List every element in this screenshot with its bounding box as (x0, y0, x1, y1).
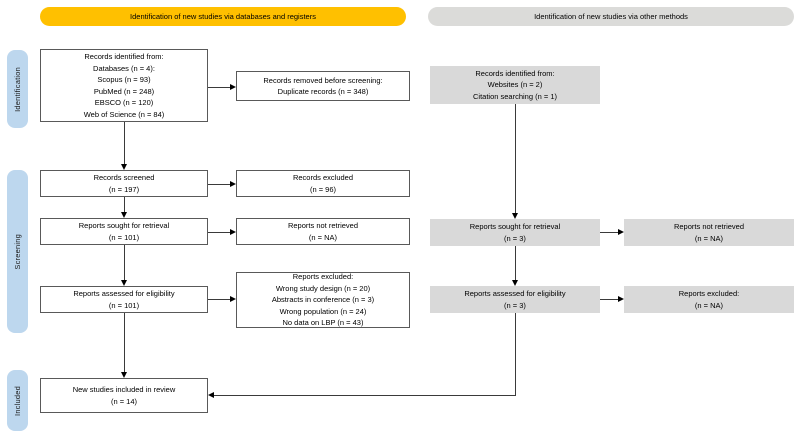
text-line: New studies included in review (72, 385, 176, 394)
arrow-screened-to-sought (124, 197, 125, 212)
arrowhead-right-icon (230, 181, 236, 187)
box-records-identified-other: Records identified from: Websites (n = 2… (430, 66, 600, 104)
text-line: Reports excluded: (678, 289, 740, 298)
arrowhead-down-icon (121, 372, 127, 378)
text-line: Reports assessed for eligibility (464, 289, 566, 298)
banner-other-methods: Identification of new studies via other … (428, 7, 794, 26)
text-line: PubMed (n = 248) (93, 86, 155, 96)
arrow-other-identified-to-sought (515, 104, 516, 213)
text-line: Reports sought for retrieval (469, 222, 561, 231)
arrowhead-right-icon (230, 84, 236, 90)
box-reports-assessed-left: Reports assessed for eligibility (n = 10… (40, 286, 208, 313)
arrow-assessed-to-included (124, 313, 125, 372)
arrowhead-down-icon (121, 280, 127, 286)
arrow-other-sought-to-assessed (515, 246, 516, 280)
text-line: Reports assessed for eligibility (73, 289, 175, 298)
arrow-screened-to-excluded (208, 184, 230, 185)
box-reports-excluded-right: Reports excluded: (n = NA) (624, 286, 794, 313)
arrow-sought-to-not-retrieved (208, 232, 230, 233)
text-line: Duplicate records (n = 348) (277, 87, 369, 96)
text-line: (n = NA) (694, 300, 724, 310)
text-line: Records identified from: (475, 68, 555, 78)
text-line: (n = NA) (308, 232, 338, 242)
box-reports-assessed-right: Reports assessed for eligibility (n = 3) (430, 286, 600, 313)
text-line: Citation searching (n = 1) (472, 91, 557, 101)
arrow-other-assessed-to-excluded (600, 299, 618, 300)
box-records-excluded: Records excluded (n = 96) (236, 170, 410, 197)
text-line: Records excluded (292, 173, 354, 182)
arrowhead-down-icon (121, 212, 127, 218)
text-line: (n = 3) (504, 233, 526, 243)
box-reports-excluded-reasons: Reports excluded: Wrong study design (n … (236, 272, 410, 328)
text-line: Abstracts in conference (n = 3) (271, 295, 375, 305)
arrow-other-assessed-to-included-vertical (515, 313, 516, 396)
arrowhead-down-icon (121, 164, 127, 170)
arrow-assessed-to-excluded (208, 299, 230, 300)
arrow-other-assessed-to-included-horizontal (214, 395, 516, 396)
text-line: Reports excluded: (292, 272, 354, 282)
box-reports-sought-right: Reports sought for retrieval (n = 3) (430, 219, 600, 246)
text-line: (n = 197) (108, 184, 140, 194)
text-line: Records screened (93, 173, 155, 182)
box-records-identified-databases: Records identified from: Databases (n = … (40, 49, 208, 122)
text-line: (n = 14) (110, 396, 138, 406)
arrowhead-right-icon (618, 296, 624, 302)
arrow-identified-to-screened (124, 122, 125, 164)
text-line: (n = 3) (504, 300, 526, 310)
text-line: Scopus (n = 93) (97, 75, 151, 84)
text-line: Wrong population (n = 24) (279, 306, 367, 316)
text-line: (n = NA) (694, 233, 724, 243)
box-reports-not-retrieved-left: Reports not retrieved (n = NA) (236, 218, 410, 245)
arrowhead-down-icon (512, 280, 518, 286)
stage-label-identification: Identification (7, 50, 28, 128)
stage-label-screening: Screening (7, 170, 28, 333)
arrowhead-right-icon (618, 229, 624, 235)
stage-label-text: Screening (13, 233, 22, 270)
stage-label-text: Included (13, 385, 22, 416)
text-line: (n = 101) (108, 232, 140, 242)
arrow-identified-to-removed (208, 87, 230, 88)
stage-label-included: Included (7, 370, 28, 431)
text-line: Reports not retrieved (287, 221, 359, 230)
text-line: Web of Science (n = 84) (83, 109, 165, 119)
box-records-removed: Records removed before screening: Duplic… (236, 71, 410, 101)
text-line: Websites (n = 2) (487, 80, 543, 90)
arrow-other-sought-to-not-retrieved (600, 232, 618, 233)
text-line: Databases (n = 4): (93, 63, 155, 73)
banner-databases-registers: Identification of new studies via databa… (40, 7, 406, 26)
text-line: Wrong study design (n = 20) (275, 283, 371, 293)
text-line: Records removed before screening: (263, 75, 383, 85)
box-new-studies-included: New studies included in review (n = 14) (40, 378, 208, 413)
stage-label-text: Identification (13, 66, 22, 112)
arrow-sought-to-assessed (124, 245, 125, 280)
arrowhead-right-icon (230, 296, 236, 302)
box-reports-sought-left: Reports sought for retrieval (n = 101) (40, 218, 208, 245)
arrowhead-down-icon (512, 213, 518, 219)
box-reports-not-retrieved-right: Reports not retrieved (n = NA) (624, 219, 794, 246)
arrowhead-left-icon (208, 392, 214, 398)
text-line: (n = 96) (309, 184, 337, 194)
text-line: Reports sought for retrieval (78, 221, 170, 230)
text-line: No data on LBP (n = 43) (282, 318, 364, 328)
text-line: Reports not retrieved (673, 222, 745, 231)
text-line: EBSCO (n = 120) (94, 98, 154, 107)
arrowhead-right-icon (230, 229, 236, 235)
box-records-screened: Records screened (n = 197) (40, 170, 208, 197)
text-line: (n = 101) (108, 300, 140, 310)
text-line: Records identified from: (84, 52, 164, 61)
